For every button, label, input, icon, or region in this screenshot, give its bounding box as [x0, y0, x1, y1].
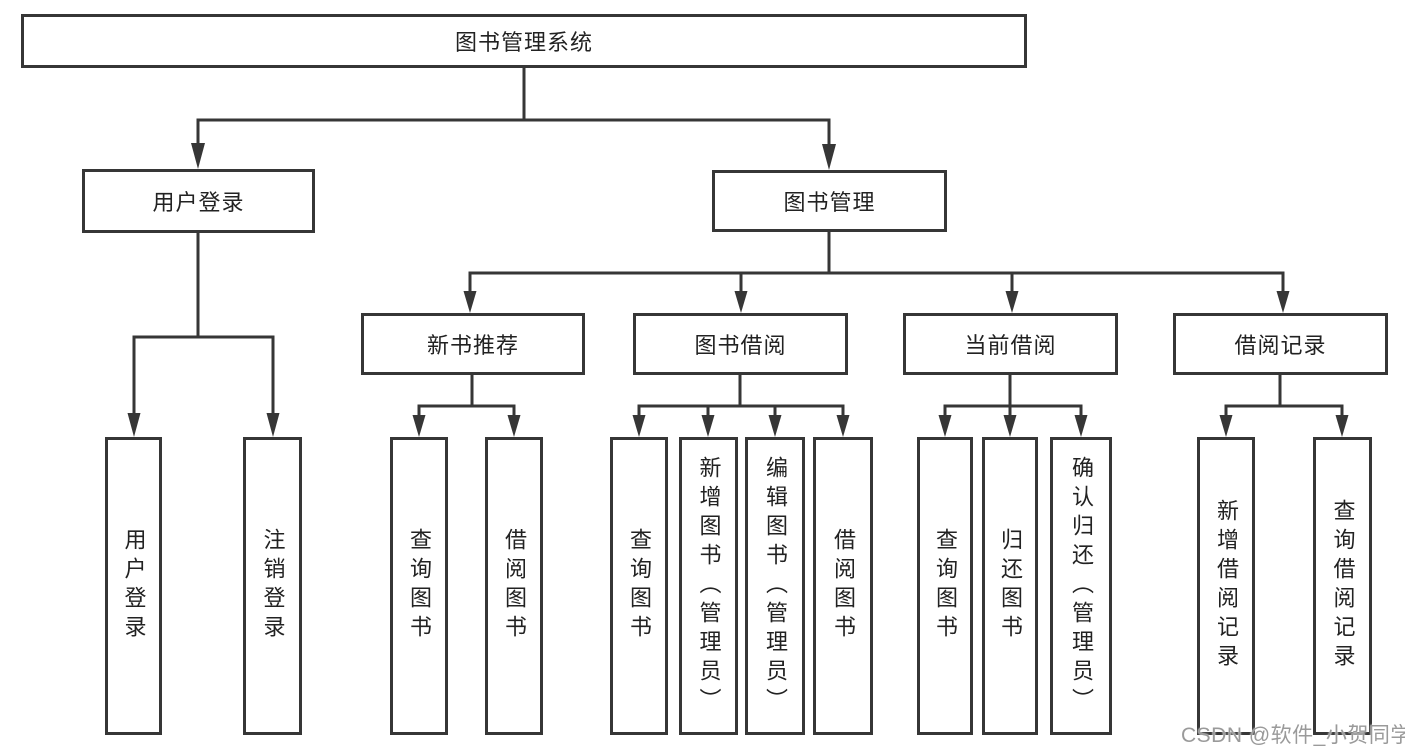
- node-label: 图书借阅: [694, 333, 787, 358]
- node-label: 编辑图书（管理员）: [763, 455, 788, 717]
- leaf-query-books-recommend: 查询图书: [390, 437, 448, 735]
- leaf-add-books-admin: 新增图书（管理员）: [679, 437, 738, 735]
- leaf-add-borrow-record: 新增借阅记录: [1197, 437, 1255, 735]
- node-user-login: 用户登录: [82, 169, 315, 233]
- node-label: 新增借阅记录: [1214, 499, 1239, 673]
- node-label: 查询图书: [407, 528, 432, 644]
- arrowheads: [127, 143, 1349, 437]
- watermark: CSDN @软件_小贺同学: [1181, 724, 1405, 747]
- leaf-borrow-books: 借阅图书: [813, 437, 873, 735]
- node-book-management: 图书管理: [712, 170, 947, 232]
- node-label: 借阅图书: [502, 528, 527, 644]
- node-current-borrow: 当前借阅: [903, 313, 1118, 375]
- node-borrow-records: 借阅记录: [1173, 313, 1388, 375]
- leaf-query-borrow-record: 查询借阅记录: [1313, 437, 1372, 735]
- leaf-logout: 注销登录: [243, 437, 302, 735]
- node-new-book-recommend: 新书推荐: [361, 313, 585, 375]
- node-label: 借阅图书: [831, 528, 856, 644]
- node-label: 当前借阅: [964, 333, 1057, 358]
- node-library-system: 图书管理系统: [21, 14, 1027, 68]
- node-label: 用户登录: [152, 190, 245, 215]
- node-label: 查询借阅记录: [1330, 499, 1356, 673]
- node-label: 注销登录: [260, 528, 286, 644]
- leaf-confirm-return-admin: 确认归还（管理员）: [1050, 437, 1112, 735]
- node-label: 新增图书（管理员）: [696, 455, 722, 717]
- leaf-user-login: 用户登录: [105, 437, 162, 735]
- node-book-borrow: 图书借阅: [633, 313, 848, 375]
- node-label: 用户登录: [121, 528, 147, 644]
- leaf-query-books-borrow: 查询图书: [610, 437, 668, 735]
- leaf-query-books-current: 查询图书: [917, 437, 973, 735]
- node-label: 查询图书: [627, 528, 652, 644]
- node-label: 归还图书: [998, 528, 1023, 644]
- node-label: 查询图书: [933, 528, 958, 644]
- node-label: 图书管理: [783, 190, 876, 215]
- node-label: 借阅记录: [1234, 333, 1327, 358]
- leaf-return-books: 归还图书: [982, 437, 1038, 735]
- node-label: 图书管理系统: [454, 30, 593, 55]
- node-label: 新书推荐: [426, 333, 519, 358]
- leaf-borrow-books-recommend: 借阅图书: [485, 437, 543, 735]
- leaf-edit-books-admin: 编辑图书（管理员）: [745, 437, 805, 735]
- node-label: 确认归还（管理员）: [1069, 455, 1094, 717]
